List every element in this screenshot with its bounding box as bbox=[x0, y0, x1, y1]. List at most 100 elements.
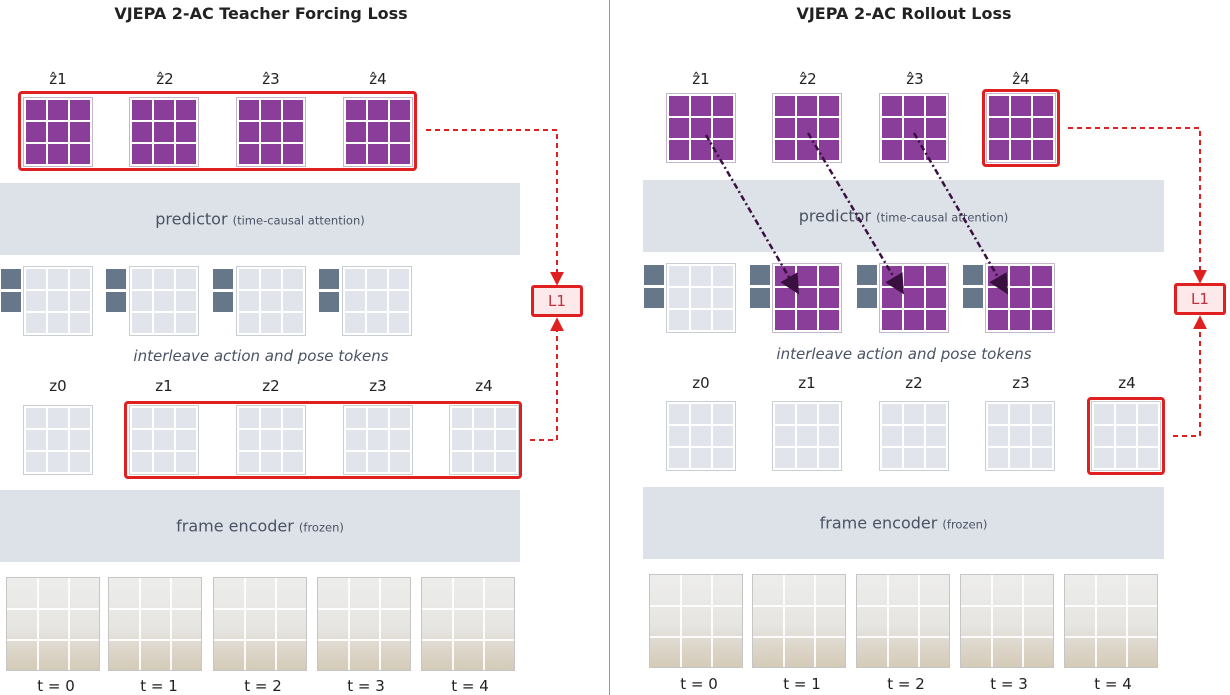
latent-patch bbox=[926, 310, 946, 330]
latent-patch bbox=[154, 408, 174, 428]
latent-patch bbox=[346, 452, 366, 472]
latent-patch bbox=[819, 426, 839, 446]
latent-patch bbox=[154, 144, 174, 164]
latent-patch bbox=[346, 100, 366, 120]
left-time-label-1: t = 1 bbox=[140, 677, 178, 695]
latent-patch bbox=[988, 448, 1008, 468]
latent-patch bbox=[283, 122, 303, 142]
latent-patch bbox=[176, 452, 196, 472]
latent-patch bbox=[669, 310, 689, 330]
left-time-label-2: t = 2 bbox=[244, 677, 282, 695]
latent-patch bbox=[48, 430, 68, 450]
latent-patch bbox=[239, 291, 259, 311]
latent-patch bbox=[474, 452, 494, 472]
latent-patch bbox=[775, 310, 795, 330]
right-enc-loss-highlight bbox=[1087, 397, 1165, 475]
latent-patch bbox=[882, 310, 902, 330]
latent-patch bbox=[26, 313, 46, 333]
latent-patch bbox=[176, 144, 196, 164]
right-enc-grid-4 bbox=[1091, 401, 1161, 471]
latent-patch bbox=[797, 96, 817, 116]
latent-patch bbox=[775, 118, 795, 138]
latent-patch bbox=[154, 269, 174, 289]
robot-arm-frame-image bbox=[649, 574, 743, 668]
latent-patch bbox=[70, 408, 90, 428]
latent-patch bbox=[926, 266, 946, 286]
latent-patch bbox=[1032, 288, 1052, 308]
latent-patch bbox=[1116, 426, 1136, 446]
left-input-grid-1 bbox=[23, 266, 93, 336]
latent-patch bbox=[474, 430, 494, 450]
latent-patch bbox=[775, 96, 795, 116]
latent-patch bbox=[70, 122, 90, 142]
right-enc-label-1: z1 bbox=[798, 374, 816, 392]
latent-patch bbox=[1032, 448, 1052, 468]
latent-patch bbox=[691, 426, 711, 446]
latent-patch bbox=[904, 310, 924, 330]
right-time-label-4: t = 4 bbox=[1094, 675, 1132, 693]
right-action-token-4b bbox=[963, 288, 983, 308]
left-enc-loss-highlight bbox=[124, 401, 522, 479]
left-enc-label-3: z3 bbox=[369, 377, 387, 395]
latent-patch bbox=[1033, 140, 1053, 160]
latent-patch bbox=[239, 313, 259, 333]
left-input-grid-2 bbox=[129, 266, 199, 336]
left-enc-grid-1 bbox=[129, 405, 199, 475]
latent-patch bbox=[132, 452, 152, 472]
latent-patch bbox=[797, 140, 817, 160]
latent-patch bbox=[882, 140, 902, 160]
latent-patch bbox=[1116, 448, 1136, 468]
latent-patch bbox=[713, 404, 733, 424]
left-title: VJEPA 2-AC Teacher Forcing Loss bbox=[114, 4, 408, 23]
latent-patch bbox=[819, 310, 839, 330]
latent-patch bbox=[176, 269, 196, 289]
latent-patch bbox=[1011, 140, 1031, 160]
latent-patch bbox=[283, 313, 303, 333]
latent-patch bbox=[345, 269, 365, 289]
latent-patch bbox=[819, 448, 839, 468]
latent-patch bbox=[48, 452, 68, 472]
left-enc-grid-0 bbox=[23, 405, 93, 475]
latent-patch bbox=[713, 118, 733, 138]
latent-patch bbox=[283, 144, 303, 164]
latent-patch bbox=[367, 269, 387, 289]
latent-patch bbox=[797, 426, 817, 446]
left-encoder-block: frame encoder (frozen) bbox=[0, 490, 520, 562]
rollout-arrow-1 bbox=[704, 134, 800, 295]
latent-patch bbox=[48, 122, 68, 142]
right-encoder-label: frame encoder bbox=[819, 513, 938, 533]
rollout-arrow-3 bbox=[912, 132, 1009, 295]
right-pred-loss-highlight bbox=[982, 89, 1060, 167]
latent-patch bbox=[239, 408, 259, 428]
latent-patch bbox=[669, 404, 689, 424]
latent-patch bbox=[283, 452, 303, 472]
latent-patch bbox=[26, 144, 46, 164]
latent-patch bbox=[775, 404, 795, 424]
left-enc-label-0: z0 bbox=[49, 377, 67, 395]
left-encoder-label: frame encoder bbox=[176, 516, 294, 536]
robot-arm-frame-image bbox=[856, 574, 950, 668]
rollout-arrow-2 bbox=[806, 132, 905, 295]
right-time-label-1: t = 1 bbox=[783, 675, 821, 693]
latent-patch bbox=[882, 404, 902, 424]
right-pred-label-1: ẑ1 bbox=[692, 70, 710, 88]
left-enc-grid-2 bbox=[236, 405, 306, 475]
right-pred-label-3: ẑ3 bbox=[906, 70, 924, 88]
latent-patch bbox=[1033, 96, 1053, 116]
latent-patch bbox=[1010, 448, 1030, 468]
latent-patch bbox=[819, 266, 839, 286]
right-pred-grid-1 bbox=[666, 93, 736, 163]
latent-patch bbox=[70, 313, 90, 333]
latent-patch bbox=[797, 288, 817, 308]
left-time-label-0: t = 0 bbox=[37, 677, 75, 695]
left-action-token-3a bbox=[213, 269, 233, 289]
latent-patch bbox=[261, 122, 281, 142]
latent-patch bbox=[882, 96, 902, 116]
right-enc-grid-2 bbox=[879, 401, 949, 471]
latent-patch bbox=[261, 408, 281, 428]
latent-patch bbox=[926, 140, 946, 160]
left-enc-label-2: z2 bbox=[262, 377, 280, 395]
latent-patch bbox=[1032, 310, 1052, 330]
right-pred-grid-4 bbox=[986, 93, 1056, 163]
right-action-token-1b bbox=[644, 288, 664, 308]
